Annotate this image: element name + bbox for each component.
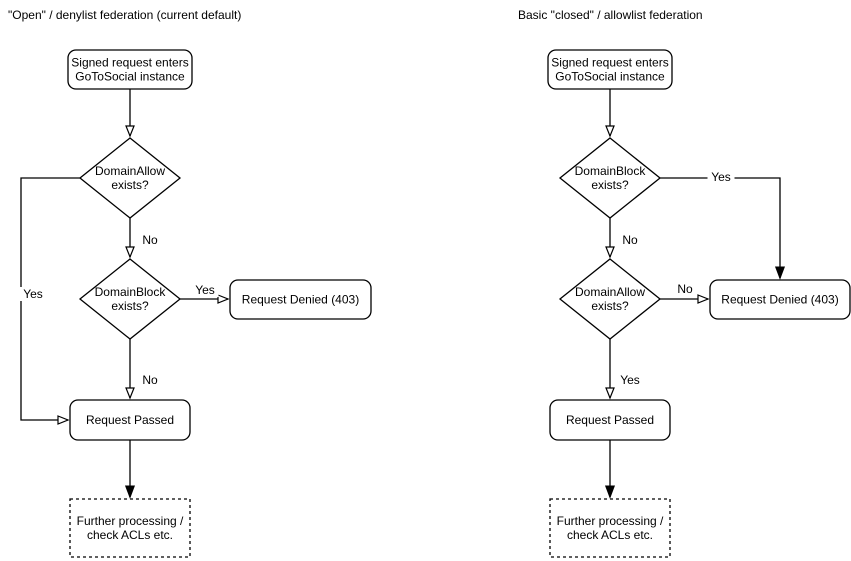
edge-domainblock-yes-to-denied-label: Yes (195, 283, 215, 297)
node-request-denied-label: Request Denied (403) (721, 293, 838, 307)
edge-domainblock-yes-to-denied-label: Yes (711, 170, 731, 184)
edge-label-background (19, 287, 47, 301)
edge-label-background (707, 170, 735, 184)
rounded-rect-shape (67, 49, 193, 90)
node-request-passed: Request Passed (549, 399, 671, 441)
diamond-shape (78, 258, 182, 340)
rounded-rect-shape (69, 399, 191, 441)
edge-domainblock-no-to-domainallow-label: No (622, 233, 638, 247)
node-further-processing: Further processing /check ACLs etc. (69, 498, 191, 558)
edge-label-background (140, 233, 160, 247)
diamond-shape (78, 137, 182, 219)
dashed-rect-shape (69, 498, 191, 558)
edge-domainallow-yes-to-passed-label: Yes (620, 373, 640, 387)
open-denylist-federation-flowchart: "Open" / denylist federation (current de… (8, 8, 372, 558)
edge-label-background (191, 283, 219, 297)
node-request-passed: Request Passed (69, 399, 191, 441)
node-further-processing-label: Further processing /check ACLs etc. (557, 514, 664, 542)
edge-domainallow-no-to-denied-label: No (677, 282, 693, 296)
edge-domainblock-yes-to-denied (660, 177, 780, 278)
node-further-processing: Further processing /check ACLs etc. (549, 498, 671, 558)
rounded-rect-shape (549, 399, 671, 441)
edge-label-background (616, 373, 644, 387)
closed-allowlist-federation-flowchart: Basic "closed" / allowlist federationYes… (518, 8, 851, 558)
diamond-shape (558, 258, 662, 340)
node-request-passed-label: Request Passed (566, 413, 654, 427)
edge-domainblock-no-to-passed-label: No (142, 373, 158, 387)
node-request-denied: Request Denied (403) (229, 279, 372, 320)
node-further-processing-label: Further processing /check ACLs etc. (77, 514, 184, 542)
diagram-title: "Open" / denylist federation (current de… (8, 8, 241, 22)
node-request-passed-label: Request Passed (86, 413, 174, 427)
rounded-rect-shape (229, 279, 372, 320)
edge-label-background (620, 233, 640, 247)
dashed-rect-shape (549, 498, 671, 558)
rounded-rect-shape (709, 279, 851, 320)
diamond-shape (558, 137, 662, 219)
edge-label-background (140, 373, 160, 387)
edge-label-background (675, 282, 695, 296)
rounded-rect-shape (547, 49, 673, 90)
edge-domainallow-yes-to-passed-label: Yes (23, 287, 43, 301)
diagram-title: Basic "closed" / allowlist federation (518, 8, 703, 22)
node-request-denied-label: Request Denied (403) (242, 293, 359, 307)
node-request-denied: Request Denied (403) (709, 279, 851, 320)
edge-domainallow-no-to-domainblock-label: No (142, 233, 158, 247)
